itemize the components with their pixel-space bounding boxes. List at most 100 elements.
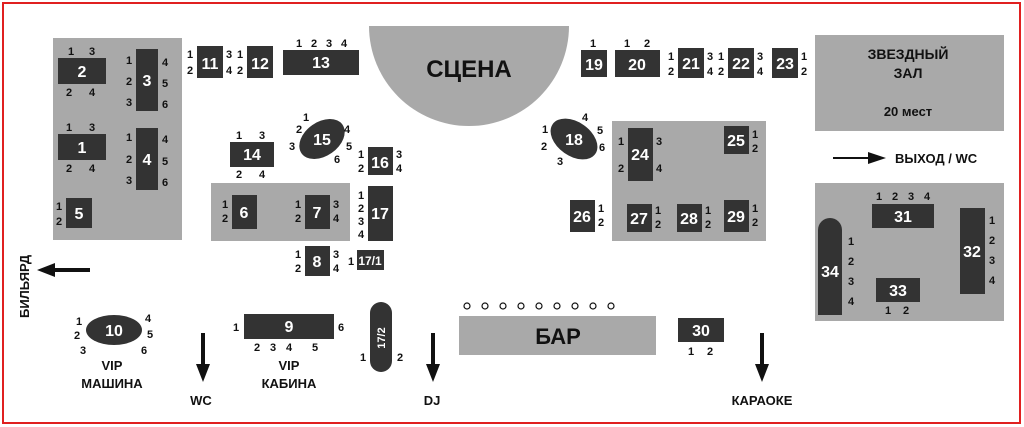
table-13[interactable] bbox=[283, 50, 359, 75]
table-7[interactable] bbox=[305, 195, 330, 229]
seat: 2 bbox=[222, 213, 228, 225]
seat: 3 bbox=[989, 255, 995, 267]
seat: 1 bbox=[295, 249, 301, 261]
table-14[interactable] bbox=[230, 142, 274, 167]
table-27[interactable] bbox=[627, 204, 652, 232]
stage-label: СЦЕНА bbox=[426, 56, 512, 83]
seat: 2 bbox=[989, 235, 995, 247]
seat: 6 bbox=[162, 99, 168, 111]
table-31[interactable] bbox=[872, 204, 934, 228]
table-28[interactable] bbox=[677, 204, 702, 232]
seat: 1 bbox=[885, 305, 891, 317]
table-1[interactable] bbox=[58, 134, 106, 160]
star-hall-label: ЗВЕЗДНЫЙ bbox=[868, 45, 949, 62]
table-28-label: 28 bbox=[680, 211, 698, 228]
table-20[interactable] bbox=[615, 50, 660, 77]
karaoke-label: КАРАОКЕ bbox=[732, 393, 793, 408]
seat: 1 bbox=[618, 136, 624, 148]
table-30[interactable] bbox=[678, 318, 724, 342]
dj-arrow-icon bbox=[426, 333, 440, 382]
seat: 1 bbox=[655, 205, 661, 217]
table-4[interactable] bbox=[136, 128, 158, 190]
table-21[interactable] bbox=[678, 48, 704, 78]
table-24[interactable] bbox=[628, 128, 653, 181]
vip1-label: VIP bbox=[102, 358, 123, 373]
table-34[interactable] bbox=[818, 218, 842, 315]
seat: 2 bbox=[707, 346, 713, 358]
seat: 1 bbox=[187, 49, 193, 61]
table-9[interactable] bbox=[244, 314, 334, 339]
seat: 4 bbox=[89, 163, 96, 175]
seat: 2 bbox=[903, 305, 909, 317]
seat: 3 bbox=[259, 130, 265, 142]
table-22[interactable] bbox=[728, 48, 754, 78]
seat: 2 bbox=[358, 203, 364, 215]
seat: 6 bbox=[334, 154, 340, 166]
table-15[interactable] bbox=[292, 111, 352, 168]
table-29[interactable] bbox=[724, 200, 749, 232]
seat: 2 bbox=[311, 38, 317, 50]
table-18[interactable] bbox=[543, 110, 605, 168]
table-6[interactable] bbox=[232, 195, 257, 229]
seat: 3 bbox=[848, 276, 854, 288]
seat: 1 bbox=[66, 122, 72, 134]
seat: 2 bbox=[892, 191, 898, 203]
table-19-label: 19 bbox=[585, 57, 603, 74]
table-25[interactable] bbox=[724, 126, 749, 154]
table-21-label: 21 bbox=[682, 56, 700, 73]
table-19[interactable] bbox=[581, 50, 607, 77]
table-16[interactable] bbox=[368, 147, 393, 175]
table-12[interactable] bbox=[247, 46, 273, 78]
star-hall-seats: 20 мест bbox=[884, 104, 932, 119]
table-13-label: 13 bbox=[312, 55, 330, 72]
seat: 2 bbox=[705, 219, 711, 231]
seat: 1 bbox=[848, 236, 854, 248]
seat: 6 bbox=[599, 142, 605, 154]
table-2[interactable] bbox=[58, 58, 106, 84]
table-26[interactable] bbox=[570, 200, 595, 232]
seat: 1 bbox=[68, 46, 74, 58]
table-8[interactable] bbox=[305, 246, 330, 276]
seat: 1 bbox=[126, 132, 132, 144]
seat: 5 bbox=[346, 141, 352, 153]
table-10[interactable] bbox=[86, 315, 142, 345]
seat: 2 bbox=[66, 163, 72, 175]
table-33[interactable] bbox=[876, 278, 920, 302]
seat: 2 bbox=[848, 256, 854, 268]
seat: 3 bbox=[126, 175, 132, 187]
table-6-label: 6 bbox=[240, 205, 249, 222]
table-3[interactable] bbox=[136, 49, 158, 111]
table-17-1[interactable] bbox=[357, 250, 384, 270]
seat: 1 bbox=[989, 215, 995, 227]
table-17[interactable] bbox=[368, 186, 393, 241]
table-17-2[interactable] bbox=[370, 302, 392, 372]
table-17-2-label: 17/2 bbox=[376, 327, 388, 348]
seat: 4 bbox=[226, 65, 233, 77]
seat: 4 bbox=[162, 57, 169, 69]
table-11[interactable] bbox=[197, 46, 223, 78]
seat: 5 bbox=[162, 78, 168, 90]
table-18-label: 18 bbox=[565, 132, 583, 149]
table-4-label: 4 bbox=[143, 152, 152, 169]
table-34-label: 34 bbox=[821, 264, 839, 281]
table-16-label: 16 bbox=[371, 155, 389, 172]
seat: 2 bbox=[397, 352, 403, 364]
seat: 2 bbox=[598, 217, 604, 229]
table-22-label: 22 bbox=[732, 56, 750, 73]
seat: 5 bbox=[597, 125, 603, 137]
seat: 6 bbox=[141, 345, 147, 357]
table-5[interactable] bbox=[66, 198, 92, 228]
table-23[interactable] bbox=[772, 48, 798, 78]
seat: 1 bbox=[233, 322, 239, 334]
seat: 1 bbox=[598, 203, 604, 215]
seat: 4 bbox=[989, 275, 996, 287]
seat: 1 bbox=[237, 49, 243, 61]
zone-star-hall bbox=[815, 35, 1004, 131]
table-32[interactable] bbox=[960, 208, 985, 294]
seat: 1 bbox=[56, 201, 62, 213]
seat: 1 bbox=[624, 38, 630, 50]
karaoke-arrow-icon bbox=[755, 333, 769, 382]
seat: 2 bbox=[187, 65, 193, 77]
seat: 3 bbox=[289, 141, 295, 153]
seat: 4 bbox=[924, 191, 931, 203]
